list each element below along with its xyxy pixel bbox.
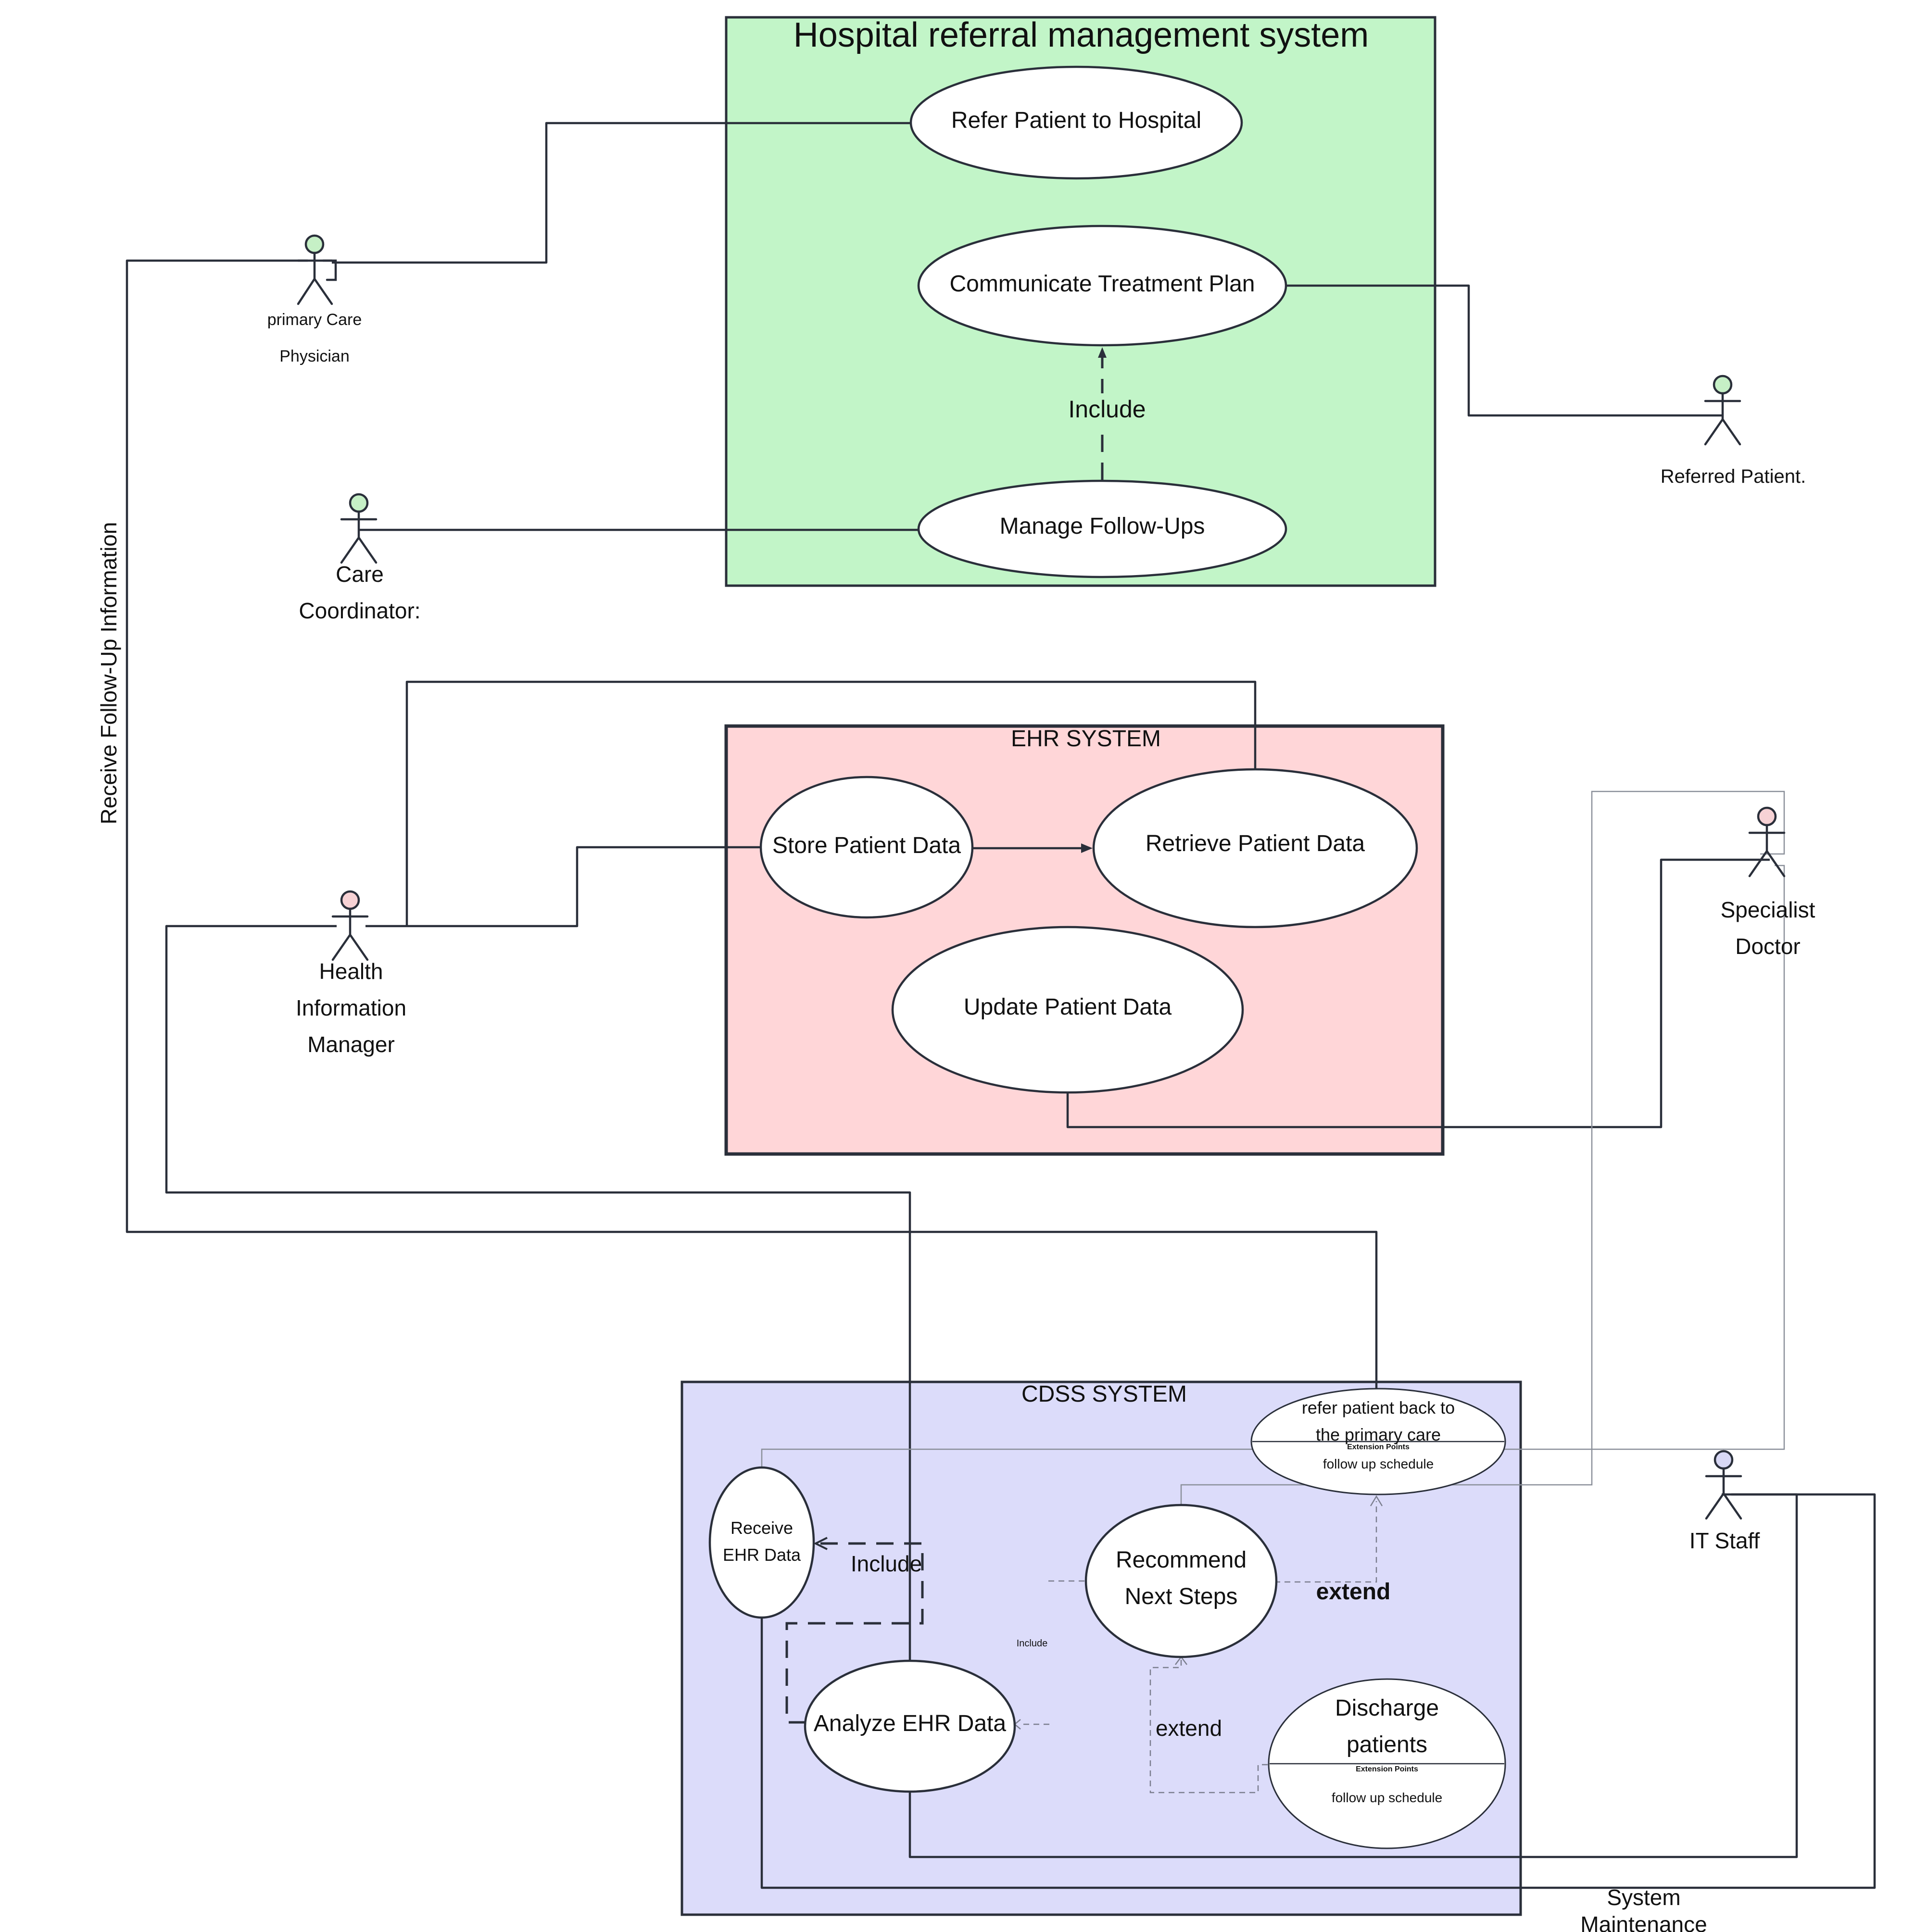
usecase-refer-patient-label: Refer Patient to Hospital [951, 108, 1201, 133]
association-line-him-analyze [165, 925, 911, 1662]
actor-him-line3: Manager [307, 1032, 395, 1057]
association-line-him-retrieve [405, 680, 1257, 926]
discharge-extension-header: Extension Points [1356, 1765, 1418, 1773]
association-line-receive-itstaff [760, 1493, 1876, 1889]
usecase-discharge[interactable]: Discharge patients Extension Points foll… [1268, 1678, 1506, 1849]
actor-him-line1: Health [319, 959, 383, 984]
system-maintenance-line1: System [1607, 1885, 1680, 1910]
usecase-recommend-steps-line1: Recommend [1116, 1547, 1247, 1573]
usecase-store-data[interactable]: Store Patient Data [759, 776, 974, 919]
usecase-refer-back[interactable]: refer patient back to the primary care E… [1250, 1388, 1506, 1495]
actor-primary-care-physician-line1: primary Care [267, 311, 362, 329]
thin-line-specialist-refer-back [1180, 790, 1785, 1504]
extend-arrowhead-refer-back [1370, 1495, 1383, 1506]
include-label-hospital: Include [1068, 396, 1146, 423]
usecase-discharge-line2: patients [1347, 1732, 1427, 1757]
actor-head [1713, 375, 1733, 395]
include-arrowhead-hospital [1098, 347, 1107, 358]
system-maintenance-line2: Maintenance [1580, 1912, 1707, 1932]
usecase-manage-followups-label: Manage Follow-Ups [1000, 514, 1205, 539]
extend-line-discharge [1149, 1659, 1268, 1794]
association-line-plan-patient [1285, 284, 1722, 417]
usecase-recommend-steps[interactable]: Recommend Next Steps [1084, 1504, 1278, 1658]
usecase-retrieve-data-label: Retrieve Patient Data [1146, 831, 1365, 856]
refer-back-extension-header: Extension Points [1347, 1443, 1410, 1451]
usecase-update-data[interactable]: Update Patient Data [891, 926, 1244, 1094]
actor-head [349, 493, 369, 513]
actor-primary-care-physician-line2: Physician [279, 347, 350, 365]
usecase-manage-followups[interactable]: Manage Follow-Ups [917, 479, 1287, 578]
extend-label-refer-back: extend [1316, 1579, 1391, 1605]
association-line-receive-followup [126, 259, 1378, 1390]
cdss-system-title: CDSS SYSTEM [1021, 1381, 1187, 1407]
extend-label-discharge: extend [1156, 1716, 1222, 1741]
usecase-analyze-ehr[interactable]: Analyze EHR Data [804, 1659, 1016, 1793]
actor-head [304, 234, 325, 254]
usecase-store-data-label: Store Patient Data [772, 833, 961, 858]
actor-referred-patient-label: Referred Patient. [1661, 466, 1806, 487]
actor-care-coordinator-line2: Coordinator: [299, 598, 420, 623]
include-label-bg-hospital [1068, 393, 1140, 425]
include-arrowhead-cdss-receive [813, 1537, 828, 1550]
thin-line-specialist-receive [761, 865, 1785, 1468]
usecase-refer-patient[interactable]: Refer Patient to Hospital [909, 65, 1243, 180]
usecase-recommend-steps-line2: Next Steps [1125, 1584, 1238, 1609]
include-label-cdss-small: Include [1017, 1638, 1048, 1649]
usecase-receive-ehr[interactable]: Receive EHR Data [708, 1466, 815, 1619]
usecase-discharge-line1: Discharge [1335, 1695, 1439, 1721]
actor-health-information-manager[interactable]: Health Information Manager [296, 890, 406, 1057]
include-line-cdss-receive [785, 1542, 924, 1724]
receive-followup-label: Receive Follow-Up Information [96, 522, 121, 825]
actor-primary-care-physician[interactable]: primary Care Physician [267, 234, 362, 365]
actor-specialist-line1: Specialist [1721, 897, 1815, 922]
actor-head [1713, 1450, 1734, 1470]
actor-referred-patient[interactable]: Referred Patient. [1661, 375, 1806, 487]
usecase-communicate-plan[interactable]: Communicate Treatment Plan [917, 225, 1287, 347]
actor-it-staff-label: IT Staff [1689, 1528, 1760, 1553]
association-line-update-specialist [1066, 858, 1770, 1129]
refer-back-extension-point: follow up schedule [1323, 1456, 1434, 1471]
actor-specialist-line2: Doctor [1735, 934, 1800, 959]
actor-it-staff[interactable]: IT Staff [1689, 1450, 1760, 1553]
hospital-system-title: Hospital referral management system [794, 16, 1369, 54]
extend-line-refer-back [1274, 1501, 1377, 1583]
usecase-receive-ehr-line1: Receive [731, 1518, 793, 1538]
actor-head [1757, 806, 1777, 827]
ehr-system-title: EHR SYSTEM [1011, 726, 1161, 752]
arrowhead-store-retrieve [1081, 843, 1093, 853]
usecase-refer-back-line2: the primary care [1316, 1425, 1441, 1444]
usecase-analyze-ehr-label: Analyze EHR Data [814, 1711, 1006, 1736]
actor-care-coordinator[interactable]: Care Coordinator: [299, 493, 421, 623]
actor-head [340, 890, 360, 910]
association-line-him-store [365, 846, 761, 928]
include-label-cdss-receive: Include [851, 1551, 922, 1576]
usecase-retrieve-data[interactable]: Retrieve Patient Data [1092, 768, 1418, 928]
usecase-refer-back-line1: refer patient back to [1302, 1398, 1455, 1418]
usecase-communicate-plan-label: Communicate Treatment Plan [950, 271, 1255, 297]
actor-specialist-doctor[interactable]: Specialist Doctor [1721, 806, 1815, 959]
usecase-update-data-label: Update Patient Data [964, 994, 1172, 1020]
usecase-receive-ehr-line2: EHR Data [723, 1545, 801, 1565]
discharge-extension-point: follow up schedule [1332, 1790, 1442, 1805]
actor-care-coordinator-line1: Care [336, 562, 384, 587]
actor-him-line2: Information [296, 995, 406, 1020]
association-line-pcp-refer [332, 122, 910, 264]
